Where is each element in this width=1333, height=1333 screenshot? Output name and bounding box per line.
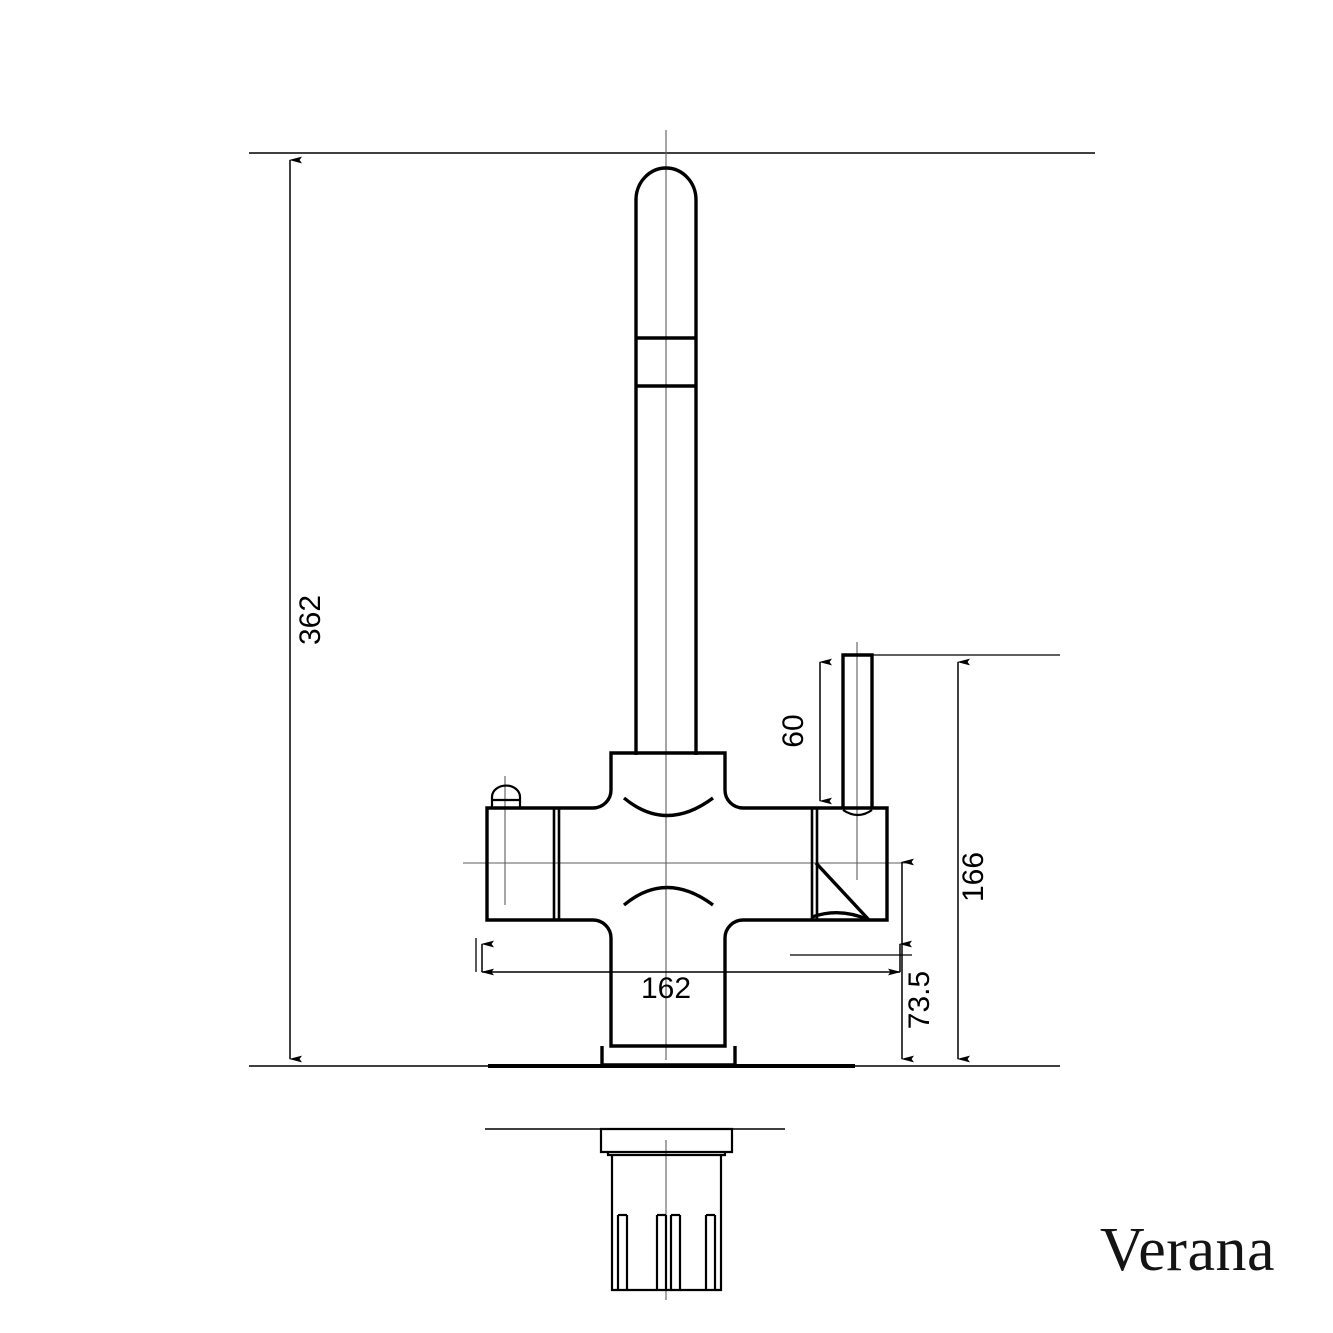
- body-arc-lower: [622, 885, 715, 907]
- body-arc-upper: [622, 796, 715, 818]
- right-handle-base-arc: [842, 809, 873, 817]
- left-grub-screw: [490, 784, 522, 808]
- right-handle-lower-arc: [811, 911, 870, 922]
- dim-label-166: 166: [957, 852, 990, 902]
- center-lines: [463, 130, 907, 1300]
- reference-lines: [249, 152, 1095, 1068]
- right-lever-handle: [841, 653, 874, 808]
- mounting-detail-view: [485, 1127, 785, 1292]
- dimension-lines: [289, 156, 970, 1063]
- dim-label-162: 162: [641, 972, 691, 1005]
- dim-label-73-5: 73.5: [903, 971, 936, 1029]
- front-elevation-view: [485, 166, 889, 1067]
- right-handle-diagonal-cut: [814, 861, 871, 922]
- mounting-collar: [606, 1152, 727, 1157]
- brand-logo: Verana: [1100, 1216, 1275, 1284]
- brand-name: Verana: [1100, 1216, 1275, 1284]
- dim-label-60: 60: [777, 714, 810, 747]
- dimension-labels: 362 60 162 73.5 166: [294, 595, 990, 1029]
- mixer-body: [485, 751, 889, 1048]
- spout-tube: [634, 166, 698, 755]
- dim-label-362: 362: [294, 595, 327, 645]
- mounting-flange: [599, 1127, 734, 1154]
- base-plate: [600, 1046, 737, 1067]
